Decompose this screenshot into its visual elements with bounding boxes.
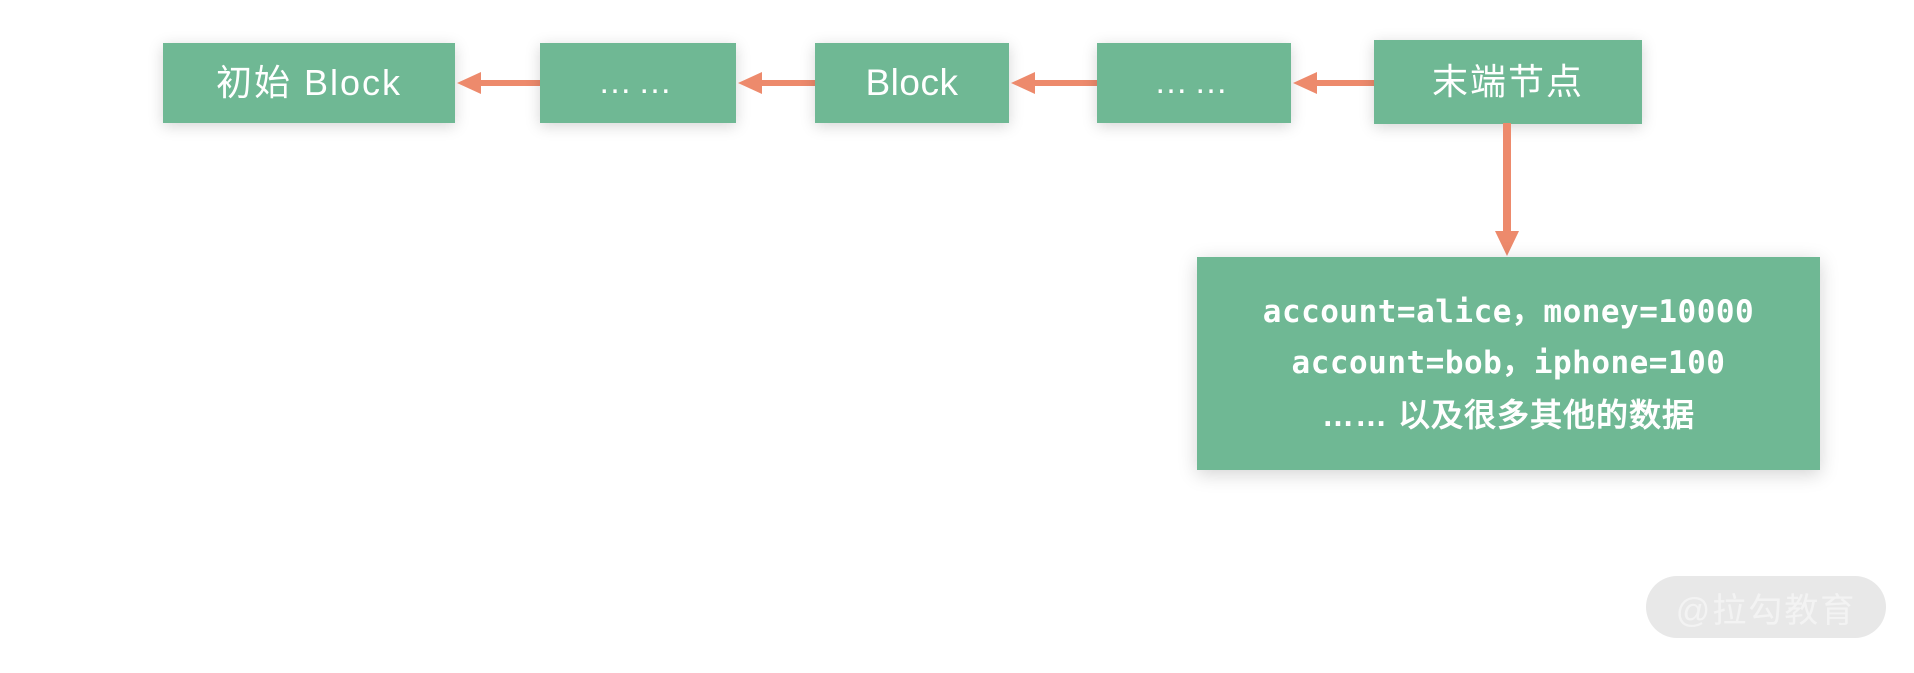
- watermark-badge: @拉勾教育: [1646, 576, 1886, 638]
- node-ellipsis-left[interactable]: ……: [540, 43, 736, 123]
- data-line-alice: account=alice，money=10000: [1262, 293, 1755, 330]
- arrow-middle-to-ellipsis-left-icon: [738, 72, 816, 94]
- tail-node-data-box[interactable]: account=alice，money=10000 account=bob，ip…: [1197, 257, 1820, 470]
- node-tail-node[interactable]: 末端节点: [1374, 40, 1642, 124]
- node-middle-block[interactable]: Block: [815, 43, 1009, 123]
- node-ellipsis-left-label: ……: [598, 63, 678, 102]
- arrow-tail-to-ellipsis-right-icon: [1293, 72, 1375, 94]
- watermark-label: @拉勾教育: [1675, 591, 1857, 630]
- arrow-ellipsis-left-to-genesis-icon: [457, 72, 543, 94]
- arrow-ellipsis-right-to-middle-icon: [1011, 72, 1098, 94]
- data-line-more: …… 以及很多其他的数据: [1322, 396, 1695, 433]
- node-middle-block-label: Block: [865, 61, 959, 103]
- node-genesis-block-label: 初始 Block: [215, 62, 403, 104]
- node-tail-node-label: 末端节点: [1431, 61, 1584, 103]
- node-genesis-block[interactable]: 初始 Block: [163, 43, 455, 123]
- data-line-bob: account=bob，iphone=100: [1291, 344, 1726, 381]
- node-ellipsis-right-label: ……: [1154, 63, 1234, 102]
- arrow-tail-to-data-icon: [1495, 123, 1519, 256]
- node-ellipsis-right[interactable]: ……: [1097, 43, 1291, 123]
